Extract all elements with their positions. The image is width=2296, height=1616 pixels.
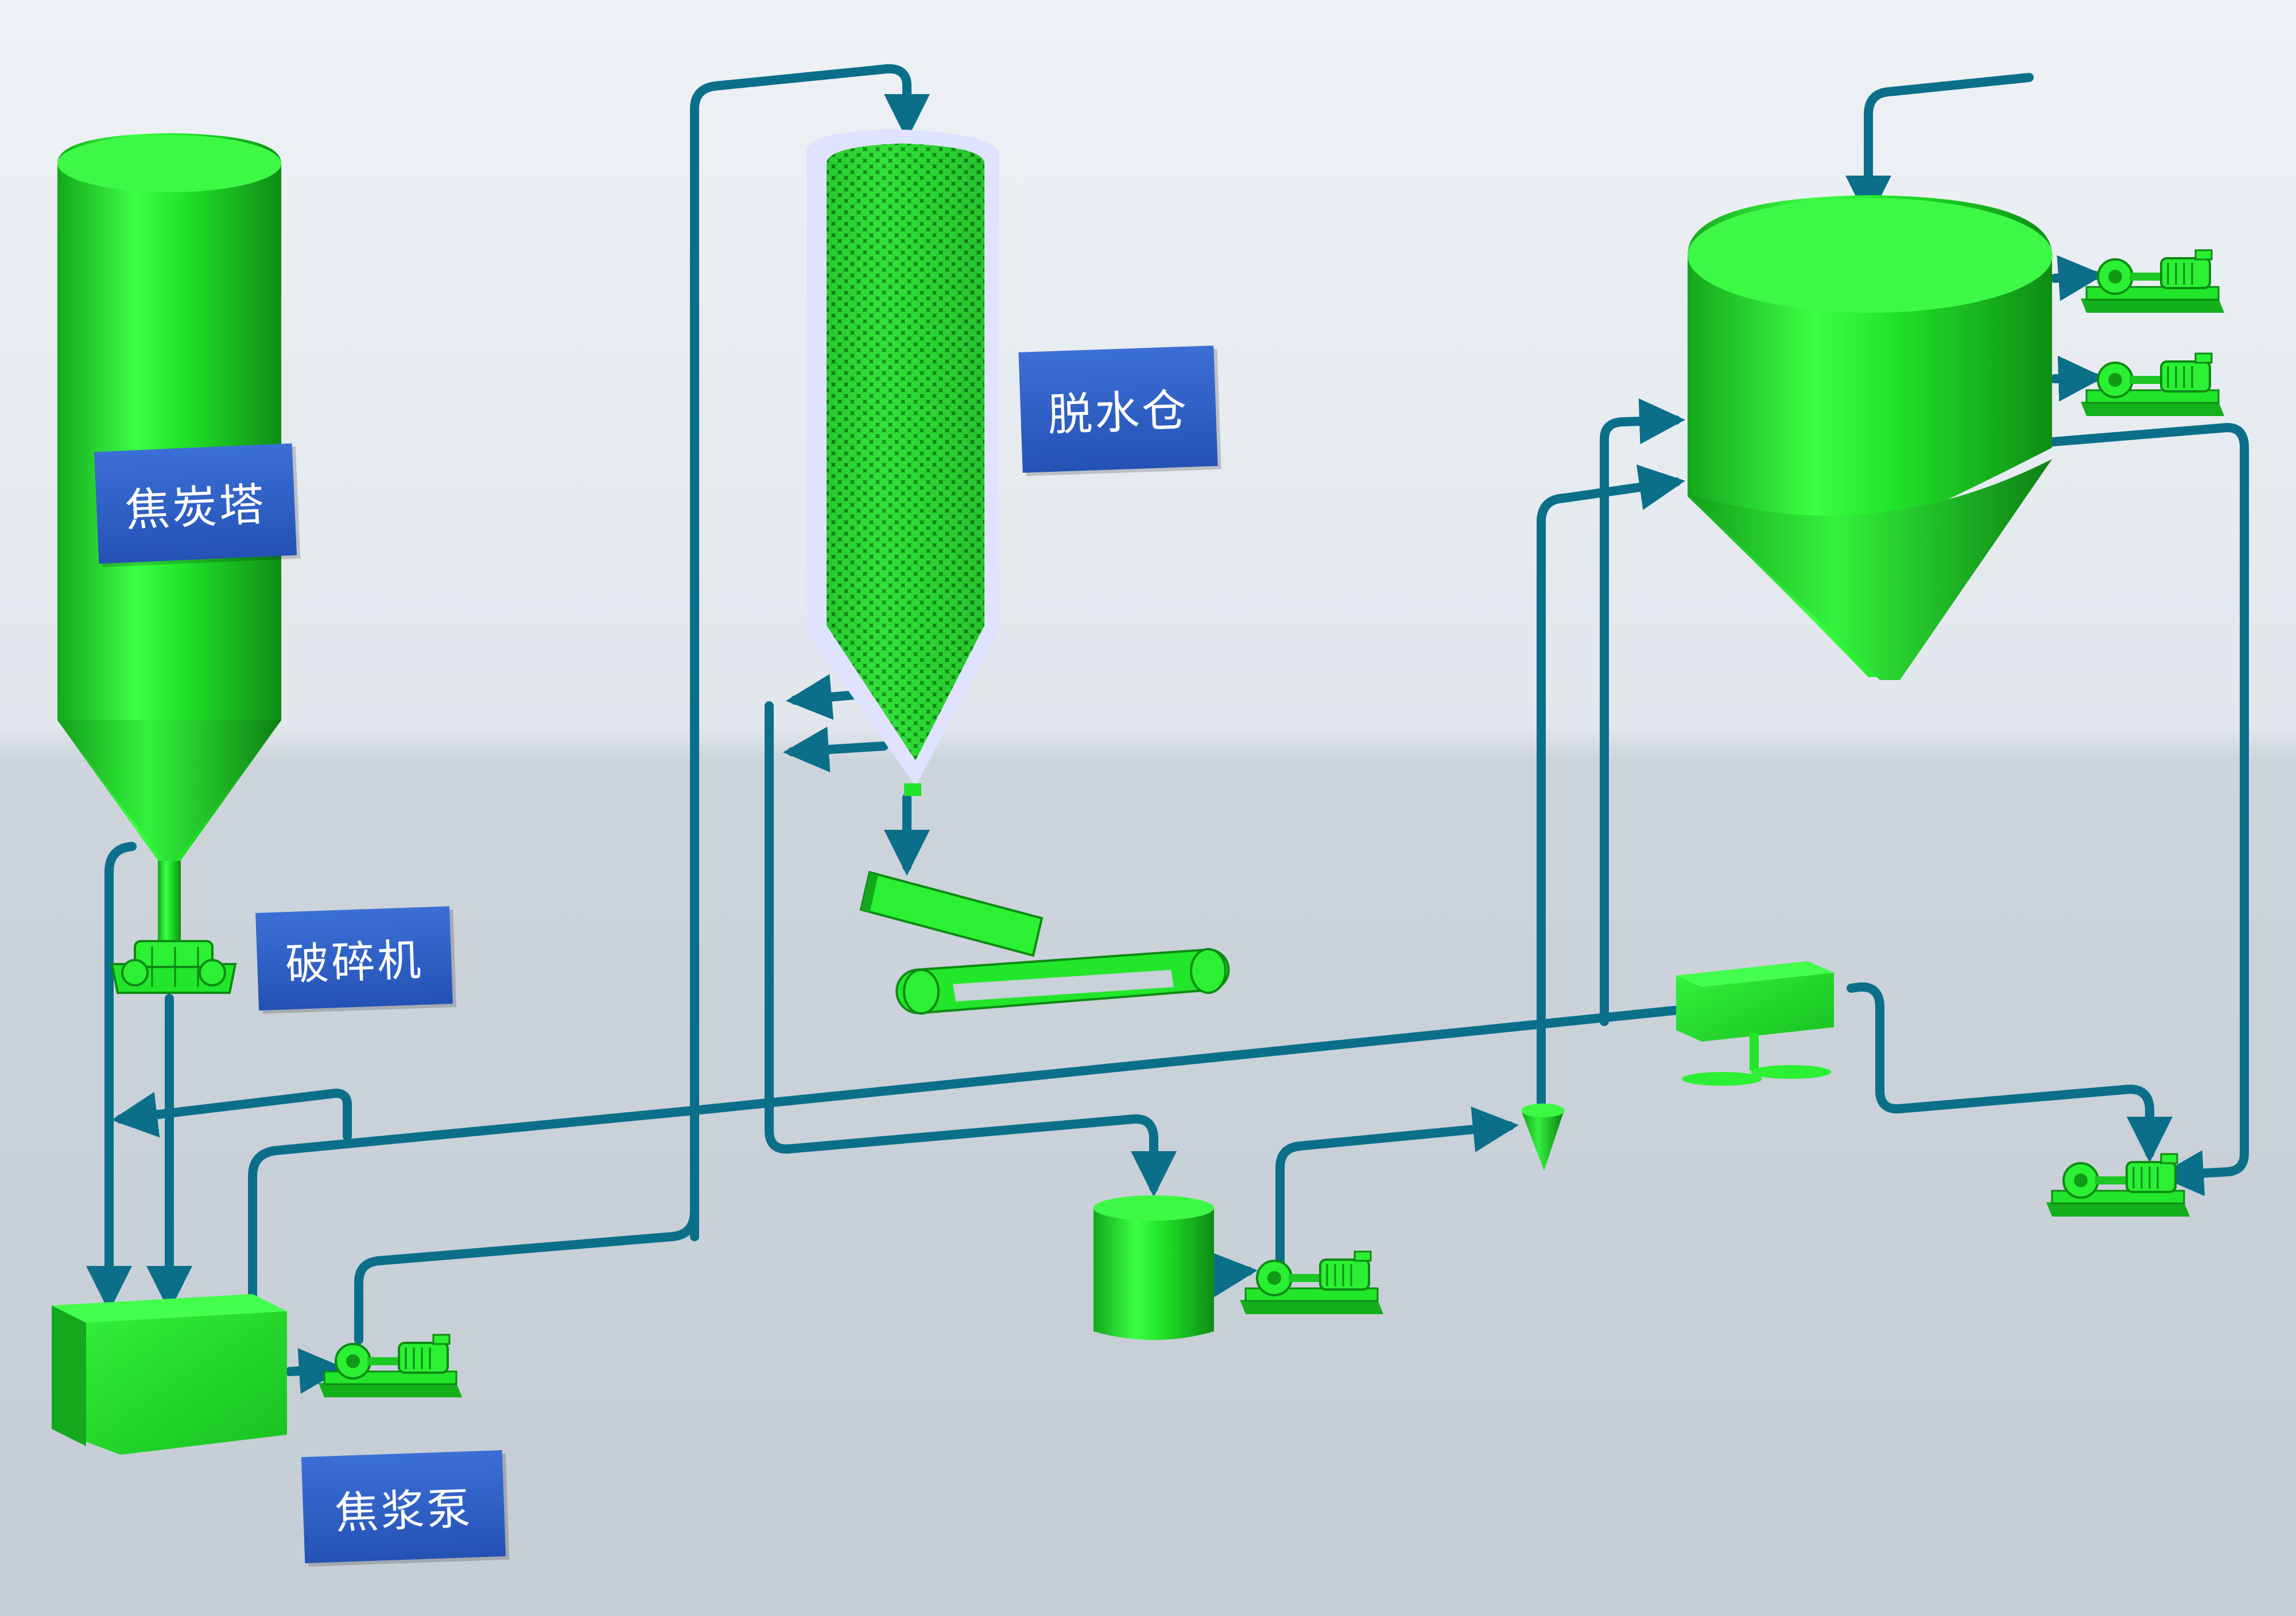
pipe-dewatering-drain bbox=[765, 701, 1177, 1197]
pipe-dewatering-return-1 bbox=[786, 674, 866, 720]
label-dewatering-bin: 脱水仓 bbox=[1018, 345, 1218, 473]
water-tank bbox=[1093, 1195, 1214, 1340]
dewatering-bin bbox=[806, 129, 999, 796]
label-crusher: 破碎机 bbox=[255, 906, 453, 1011]
pipe-smalltank-to-pump bbox=[1209, 1251, 1258, 1298]
settling-tank bbox=[1688, 195, 2053, 680]
pipe-right-loop bbox=[2047, 423, 2249, 1197]
pipe-box-to-slurry-pump bbox=[285, 1348, 345, 1394]
pipe-tank-top-feed bbox=[1845, 73, 2034, 222]
pipe-network bbox=[86, 64, 2249, 1394]
pipe-main-horizontal bbox=[690, 1005, 1684, 1115]
pipe-pump-to-cone bbox=[1275, 1106, 1519, 1267]
pipe-feed-dewatering-bin bbox=[690, 64, 930, 1241]
pipe-pump-to-feed bbox=[354, 1206, 699, 1345]
pipe-tank-to-pump-1 bbox=[2050, 255, 2104, 301]
belt-conveyor bbox=[859, 871, 1230, 1015]
pipe-tower-bypass bbox=[86, 842, 137, 1312]
pipe-tank-to-cone bbox=[1537, 464, 1685, 1112]
pipe-dewatering-return-2 bbox=[783, 727, 889, 772]
pipe-tank-to-pump-2 bbox=[2050, 355, 2104, 402]
crusher bbox=[110, 940, 237, 994]
cone-separator bbox=[1521, 1104, 1565, 1171]
mixer-tank bbox=[1676, 961, 1834, 1086]
pipe-tank-inlet-upper bbox=[1600, 398, 1685, 1026]
label-coke-tower: 焦炭塔 bbox=[94, 443, 297, 564]
slurry-box bbox=[52, 1294, 287, 1455]
pipe-return-to-tower bbox=[111, 1089, 352, 1141]
label-coke-slurry-pump: 焦浆泵 bbox=[301, 1450, 506, 1564]
pipe-main-left bbox=[248, 1106, 699, 1307]
pipe-mixer-to-pump bbox=[1847, 982, 2173, 1163]
